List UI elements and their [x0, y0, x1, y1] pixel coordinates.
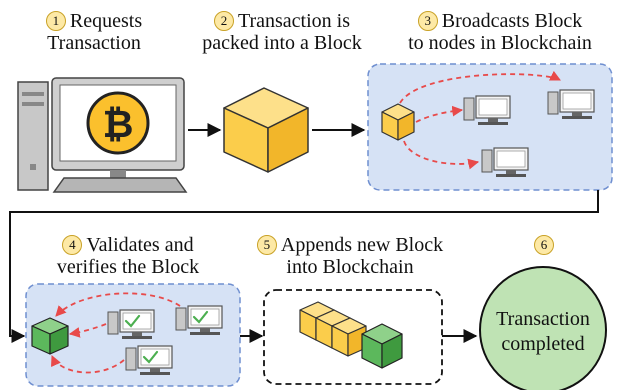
step-4-line2: verifies the Block — [56, 256, 200, 278]
step-2-line2: packed into a Block — [202, 32, 362, 54]
validated-block-icon — [31, 317, 69, 355]
step-1-line2: Transaction — [47, 32, 141, 54]
broadcast-block-icon — [381, 103, 415, 141]
step-5-number: 5 — [256, 235, 277, 255]
step-5-line1: Appends new Block — [280, 234, 444, 256]
step-6-number: 6 — [534, 235, 554, 255]
step-6-caption: 6 — [524, 234, 564, 256]
final-node-line1: Transaction — [496, 308, 590, 330]
step-3-number: 3 — [417, 11, 438, 31]
blockchain-icon — [299, 301, 403, 369]
step-2-line1: Transaction is — [237, 10, 351, 32]
step-1-number: 1 — [45, 11, 66, 31]
step-2-number: 2 — [213, 11, 234, 31]
step-3-line2: to nodes in Blockchain — [408, 32, 592, 54]
step-3-line1: Broadcasts Block — [441, 10, 583, 32]
transaction-completed-node — [479, 266, 607, 390]
validation-arrows — [51, 292, 181, 374]
step-1-line1: Requests — [69, 10, 143, 32]
arrow-step3-to-step4 — [9, 190, 599, 343]
step-5-line2: into Blockchain — [286, 256, 414, 278]
final-node-line2: completed — [501, 333, 584, 355]
step-4-number: 4 — [62, 235, 83, 255]
broadcast-arrows — [399, 70, 561, 170]
svg-text:₿: ₿ — [103, 104, 134, 146]
step-4-line1: Validates and — [86, 234, 194, 256]
bitcoin-icon: ₿ — [86, 91, 150, 155]
block-cube-icon — [223, 87, 309, 173]
checkmark-icon — [124, 310, 209, 364]
